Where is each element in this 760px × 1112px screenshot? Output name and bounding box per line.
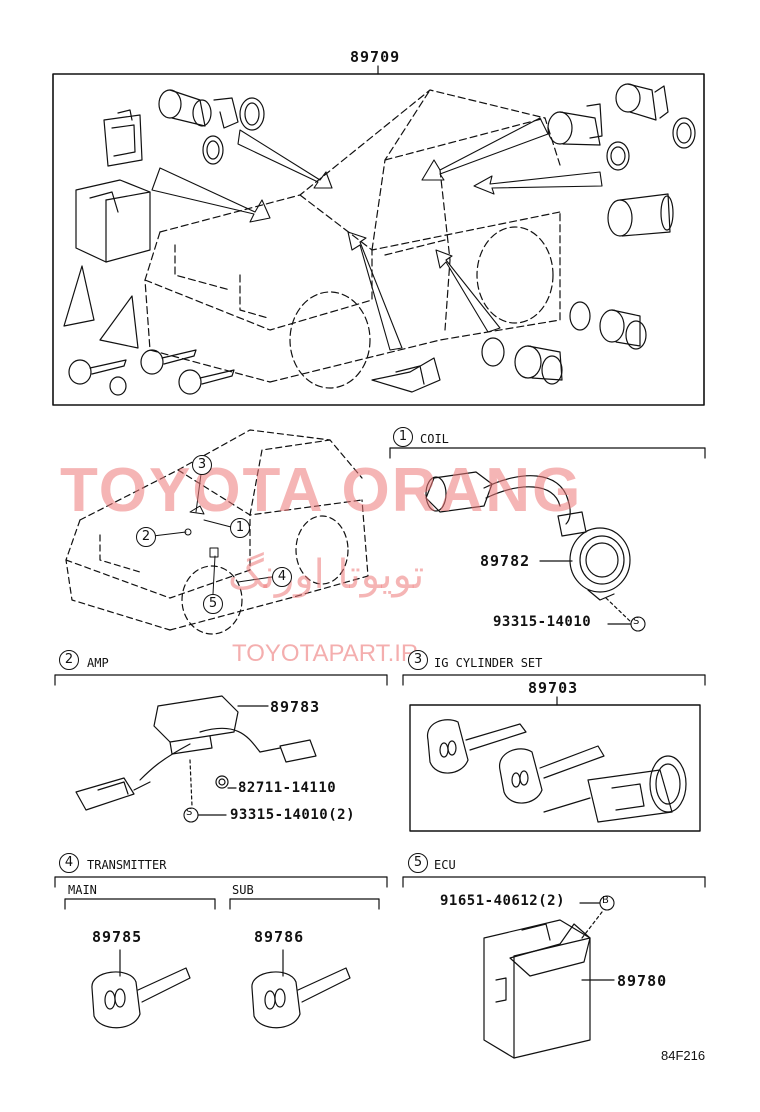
section-ig-index: 3 — [408, 650, 428, 670]
bolt-marker-ecu-label: B — [602, 895, 609, 906]
figure-code: 84F216 — [661, 1048, 706, 1063]
amp-nut-part-number: 82711-14110 — [238, 780, 337, 796]
ig-cylinder-part-number: 89703 — [528, 679, 579, 697]
watermark-main: TOYOTA ORANG — [60, 456, 583, 525]
ecu-part-number: 89780 — [617, 972, 668, 990]
section-coil-index: 1 — [393, 427, 413, 447]
coil-part — [425, 471, 633, 625]
watermark-url: TOYOTAPART.IR — [232, 640, 419, 667]
trim-piece-right — [99, 295, 139, 349]
watermark-persian: تویوتا اورنگ — [228, 552, 425, 598]
screw-marker-coil-label: S — [633, 616, 640, 627]
ecu-part-top — [75, 179, 151, 263]
bracket-part — [103, 109, 143, 167]
amp-screw-part-number: 93315-14010(2) — [230, 807, 356, 823]
amp-part — [75, 695, 317, 816]
section-ecu-title: ECU — [434, 858, 456, 872]
screw-marker-amp — [183, 807, 199, 823]
callout-leaders — [152, 473, 273, 595]
vehicle-outline-top — [144, 89, 561, 389]
key-top-1 — [68, 359, 127, 385]
screw-marker-amp-label: S — [186, 807, 193, 818]
callout-2: 2 — [136, 527, 156, 547]
ecu-bolt-part-number: 91651-40612(2) — [440, 893, 566, 909]
trim-piece-left — [63, 265, 95, 327]
section-ecu-index: 5 — [408, 853, 428, 873]
bolt-marker-ecu — [599, 895, 615, 911]
sub-key-part — [251, 967, 351, 1029]
coil-part-number: 89782 — [480, 552, 531, 570]
screw-marker-coil — [630, 616, 646, 632]
callout-1: 1 — [230, 518, 250, 538]
callout-4: 4 — [272, 567, 292, 587]
amp-part-number: 89783 — [270, 698, 321, 716]
ig-cylinder-frame — [409, 704, 701, 832]
sub-transmitter-part-number: 89786 — [254, 928, 305, 946]
ig-cylinder-top — [607, 193, 674, 237]
transmitter-sub-label: SUB — [232, 883, 254, 897]
section-ig-title: IG CYLINDER SET — [434, 656, 543, 670]
ig-cylinder-part — [543, 755, 687, 823]
door-lock-cylinder-left — [158, 89, 265, 165]
main-key-part — [91, 967, 191, 1029]
ig-key-1 — [427, 719, 527, 774]
assembly-arrows — [151, 117, 603, 351]
vehicle-outline-small — [65, 429, 369, 635]
ig-key-2 — [499, 745, 605, 804]
lock-cylinder-lower-right — [481, 301, 647, 385]
section-amp-title: AMP — [87, 656, 109, 670]
transmitter-main-label: MAIN — [68, 883, 97, 897]
door-lock-cylinder-right — [547, 83, 696, 171]
key-top-2 — [140, 349, 197, 375]
section-coil-title: COIL — [420, 432, 449, 446]
coil-screw-part-number: 93315-14010 — [493, 614, 592, 630]
key-top-3 — [178, 369, 235, 395]
ring-top — [109, 376, 127, 396]
section-amp-index: 2 — [59, 650, 79, 670]
assembly-part-number: 89709 — [350, 48, 401, 66]
callout-3: 3 — [192, 455, 212, 475]
main-transmitter-part-number: 89785 — [92, 928, 143, 946]
section-transmitter-index: 4 — [59, 853, 79, 873]
callout-5: 5 — [203, 594, 223, 614]
ecu-part — [483, 902, 615, 1059]
section-transmitter-title: TRANSMITTER — [87, 858, 167, 872]
ignition-switch-top — [371, 357, 441, 393]
